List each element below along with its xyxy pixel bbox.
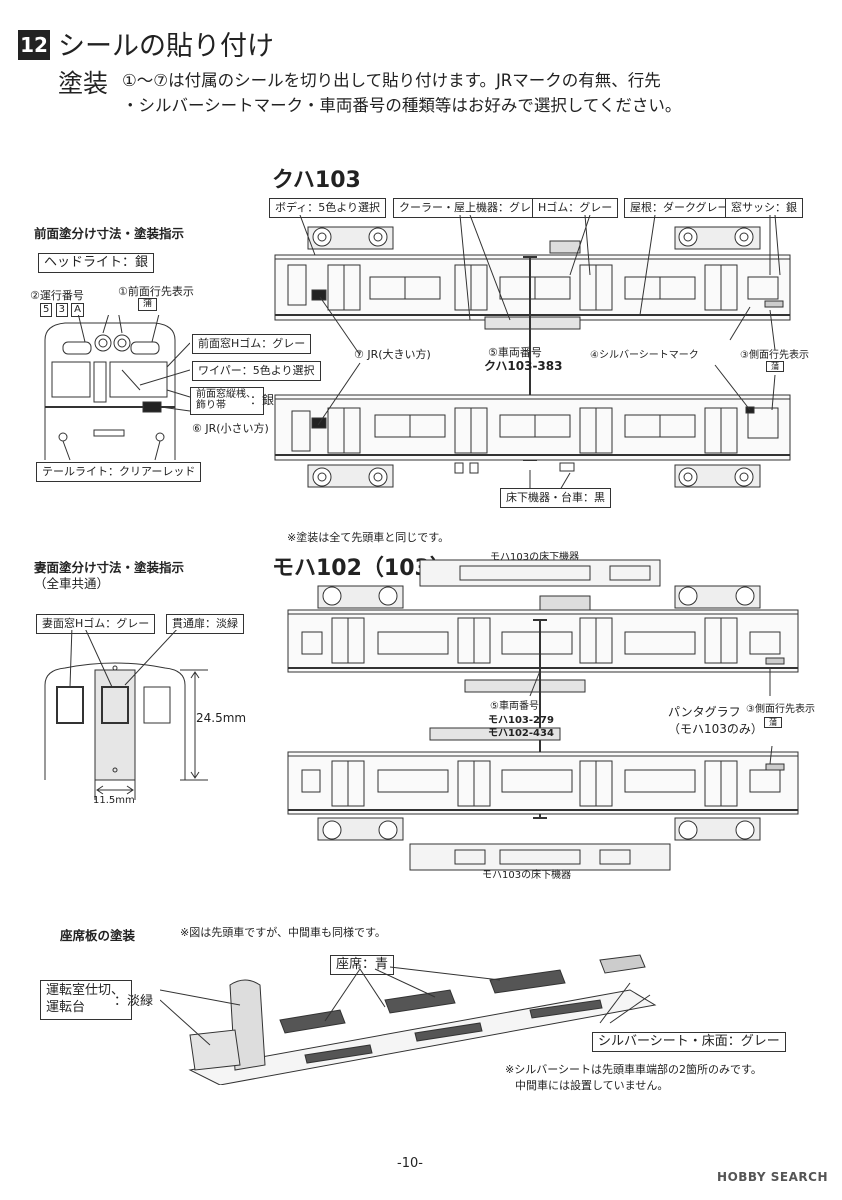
- run-number-digit: 3: [55, 303, 68, 317]
- kuha-dest-sticker: 蒲: [766, 361, 784, 372]
- page-number: -10-: [397, 1156, 423, 1171]
- label-sash: 窓サッシ：銀: [725, 198, 803, 218]
- label-hgomu: Hゴム：グレー: [532, 198, 619, 218]
- page-title: シールの貼り付け: [58, 31, 274, 62]
- bogie-bottom-left: [307, 464, 394, 488]
- bogie-top-right: [674, 226, 761, 250]
- seat-note-top: ※図は先頭車ですが、中間車も同様です。: [180, 926, 386, 939]
- subtitle: 塗装: [58, 69, 109, 98]
- dim-width: 11.5mm: [93, 795, 135, 806]
- run-number-boxes: 5 3 A: [40, 303, 84, 317]
- label-cab-color: ：淡緑: [114, 994, 154, 1009]
- label-cab-line-1: 運転室仕切、: [46, 983, 125, 998]
- run-number-letter: A: [71, 303, 84, 317]
- label-frame-line-1: 前面窓縦桟、: [196, 389, 256, 400]
- kuha-title: クハ103: [272, 168, 361, 193]
- end-face-drawing: [44, 630, 208, 800]
- label-front-window-hgomu: 前面窓Hゴム：グレー: [192, 334, 312, 354]
- label-end-window-hgomu: 妻面窓Hゴム：グレー: [36, 614, 156, 634]
- moha-underfloor-bottom-label: モハ103の床下機器: [482, 870, 572, 881]
- seat-board-drawing: [160, 954, 657, 1085]
- description: ①～⑦は付属のシールを切り出して貼り付けます。JRマークの有無、行先 ・シルバー…: [122, 68, 681, 118]
- front-dest-label: ①前面行先表示: [118, 285, 194, 298]
- seat-section-title: 座席板の塗装: [60, 928, 136, 943]
- moha-car-number-2: モハ102-434: [488, 728, 554, 739]
- description-line-2: ・シルバーシートマーク・車両番号の種類等はお好みで選択してください。: [122, 96, 682, 115]
- front-face-drawing: [44, 315, 190, 461]
- end-face-title-line-2: （全車共通）: [34, 576, 110, 591]
- brand-logo: HOBBY SEARCH: [717, 1170, 828, 1184]
- moha-underfloor-top-label: モハ103の床下機器: [490, 552, 580, 563]
- front-dest-sticker: 蒲: [138, 298, 158, 311]
- kuha-car-drawing: [274, 215, 791, 491]
- bogie-top-left: [307, 226, 394, 250]
- label-frame: 前面窓縦桟、 飾り帯: [190, 387, 264, 415]
- kuha-car-number: クハ103-383: [484, 359, 563, 373]
- label-cab-line-2: 運転台: [46, 1000, 86, 1015]
- run-number-label: ②運行番号: [30, 289, 84, 302]
- jr-small-label: ⑥ JR(小さい方): [192, 422, 269, 435]
- label-cab: 運転室仕切、 運転台: [40, 980, 132, 1020]
- moha-car-number-1: モハ103-279: [488, 715, 554, 726]
- description-line-1: ①～⑦は付属のシールを切り出して貼り付けます。JRマークの有無、行先: [122, 71, 661, 90]
- silver-seat-label: ④シルバーシートマーク: [590, 350, 699, 361]
- moha-car-drawing: [287, 559, 799, 871]
- pantograph-label-2: （モハ103のみ）: [668, 722, 763, 736]
- end-face-section-title: 妻面塗分け寸法・塗装指示 （全車共通）: [34, 560, 184, 592]
- pantograph-label-1: パンタグラフ: [668, 705, 741, 719]
- label-frame-color: ：銀: [250, 393, 275, 407]
- label-silver-floor: シルバーシート・床面：グレー: [592, 1032, 786, 1052]
- label-body: ボディ：5色より選択: [269, 198, 387, 218]
- note-same-as-lead: ※塗装は全て先頭車と同じです。: [287, 531, 450, 544]
- kuha-car-number-label: ⑤車両番号: [488, 346, 542, 359]
- bogie-bottom-right: [674, 464, 761, 488]
- step-number: 12: [18, 30, 50, 60]
- jr-large-label: ⑦ JR(大きい方): [354, 348, 431, 361]
- end-face-title-line-1: 妻面塗分け寸法・塗装指示: [34, 560, 185, 575]
- label-roof: 屋根：ダークグレー: [624, 198, 735, 218]
- dim-height: 24.5mm: [196, 711, 247, 725]
- seat-note-bottom-2: 中間車には設置していません。: [515, 1079, 669, 1092]
- label-taillight: テールライト：クリアーレッド: [36, 462, 202, 482]
- seat-note-bottom-1: ※シルバーシートは先頭車車端部の2箇所のみです。: [505, 1063, 762, 1076]
- label-cooler: クーラー・屋上機器：グレー: [393, 198, 548, 218]
- label-wiper: ワイパー：5色より選択: [192, 361, 321, 381]
- moha-side-dest-label: ③側面行先表示: [746, 704, 815, 715]
- label-door: 貫通扉：淡緑: [166, 614, 244, 634]
- label-headlight: ヘッドライト：銀: [38, 253, 155, 273]
- label-frame-line-2: 飾り帯: [196, 400, 226, 411]
- front-section-title: 前面塗分け寸法・塗装指示: [34, 226, 185, 241]
- label-underfloor: 床下機器・台車：黒: [500, 488, 611, 508]
- moha-car-number-label: ⑤車両番号: [490, 701, 539, 712]
- moha-dest-sticker: 蒲: [764, 717, 782, 728]
- kuha-side-dest-label: ③側面行先表示: [740, 350, 809, 361]
